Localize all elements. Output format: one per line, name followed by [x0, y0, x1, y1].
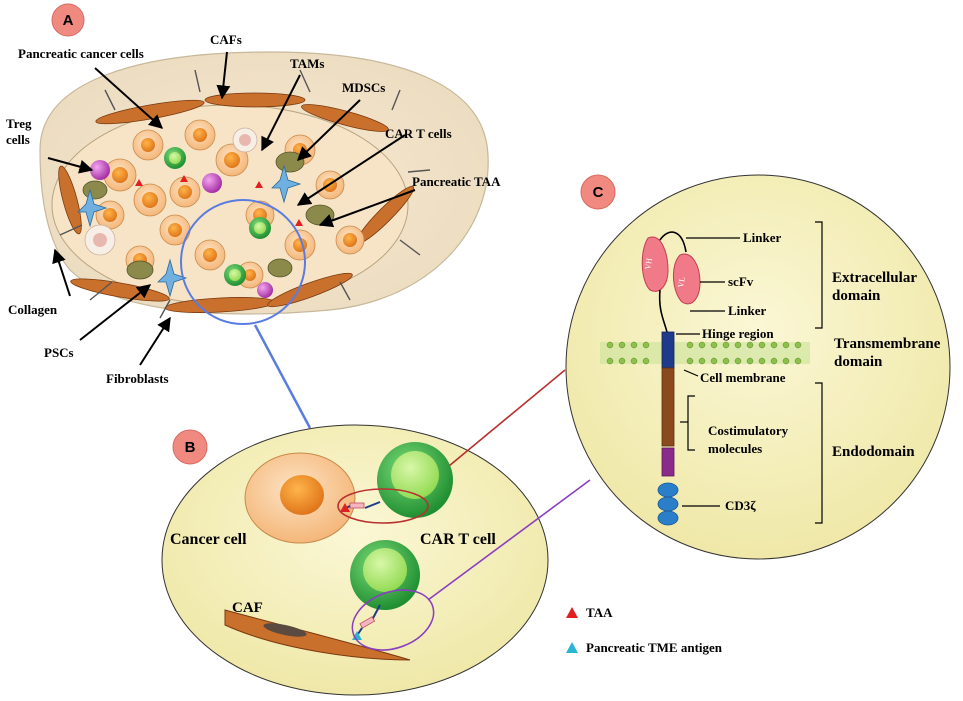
label-cd3z: CD3ζ [725, 498, 756, 513]
legend-tme-antigen-icon [566, 642, 578, 653]
label-pancreatic-taa: Pancreatic TAA [412, 174, 501, 189]
label-cell-membrane: Cell membrane [700, 370, 786, 385]
label-collagen: Collagen [8, 302, 58, 317]
label-mdscs: MDSCs [342, 80, 385, 95]
car-t-cell-b-top [377, 442, 453, 518]
label-cancer-cell: Cancer cell [170, 531, 247, 548]
label-cafs: CAFs [210, 32, 242, 47]
linker-curve-top [659, 231, 687, 253]
label-costim-line2: molecules [708, 441, 762, 456]
vl-label: VL [676, 276, 687, 288]
label-pscs: PSCs [44, 345, 74, 360]
badge-b-text: B [185, 439, 196, 456]
scfv-vl: VL [673, 253, 701, 305]
legend-taa-icon [566, 607, 578, 618]
highlight-ring-purple [351, 589, 435, 651]
cancer-cell-b [244, 452, 356, 544]
costimulatory-domain-1 [661, 367, 675, 447]
car-t-cells-a [164, 147, 271, 286]
label-costim-line1: Costimulatory [708, 423, 789, 438]
legend: TAA Pancreatic TME antigen [566, 605, 723, 655]
taa-markers-a [135, 175, 303, 226]
label-extracellular-line1: Extracellular [832, 270, 917, 286]
label-endodomain: Endodomain [832, 444, 915, 460]
label-car-t-cell: CAR T cell [420, 531, 496, 548]
badge-c-text: C [593, 184, 604, 201]
panel-c-brackets [815, 221, 823, 524]
label-scfv: scFv [728, 274, 754, 289]
cd3z-domain [657, 482, 679, 526]
label-treg-line2: cells [6, 132, 30, 147]
zoom-circle [180, 199, 306, 325]
label-linker-bottom: Linker [728, 303, 767, 318]
caf-b [224, 609, 411, 661]
label-tams: TAMs [290, 56, 324, 71]
legend-tme-antigen-label: Pancreatic TME antigen [586, 640, 723, 655]
label-fibroblasts: Fibroblasts [106, 371, 169, 386]
label-transmembrane-line1: Transmembrane [834, 336, 941, 352]
label-extracellular-line2: domain [832, 288, 881, 304]
legend-taa-label: TAA [586, 605, 613, 620]
label-transmembrane-line2: domain [834, 354, 883, 370]
hinge-transmembrane [661, 331, 675, 369]
zoom-line-a-b [253, 324, 312, 429]
badge-c: C [580, 174, 616, 210]
panel-b [161, 369, 591, 696]
vh-label: VH [643, 257, 654, 270]
panel-a-arrows [47, 51, 416, 366]
label-linker-top: Linker [743, 230, 782, 245]
badge-b: B [172, 429, 208, 465]
panel-a [39, 51, 489, 429]
label-car-t-cells: CAR T cells [385, 126, 452, 141]
highlight-ring-red [337, 488, 429, 524]
taa-marker-b [340, 503, 350, 512]
mdsc-cells [82, 151, 335, 280]
panel-c: VH VL [565, 174, 951, 560]
collagen-fibres [59, 69, 431, 319]
costimulatory-domain-2 [661, 447, 675, 477]
label-treg-line1: Treg [6, 116, 32, 131]
badge-a: A [51, 3, 85, 37]
panel-c-pointers [676, 237, 740, 507]
zoom-line-b-c-purple [427, 479, 591, 601]
pancreatic-cancer-cells [95, 119, 365, 289]
badge-a-text: A [63, 12, 74, 29]
car-receptor-b-bottom [357, 604, 381, 635]
label-hinge-region: Hinge region [702, 326, 774, 341]
treg-cells [90, 160, 273, 298]
car-t-cell-b-bottom [350, 540, 420, 610]
scfv-vh: VH [641, 236, 669, 292]
label-caf: CAF [232, 600, 263, 616]
cell-membrane [600, 341, 810, 365]
psc-cells [77, 164, 302, 298]
label-pancreatic-cancer-cells: Pancreatic cancer cells [18, 46, 144, 61]
pale-cells [84, 127, 258, 256]
